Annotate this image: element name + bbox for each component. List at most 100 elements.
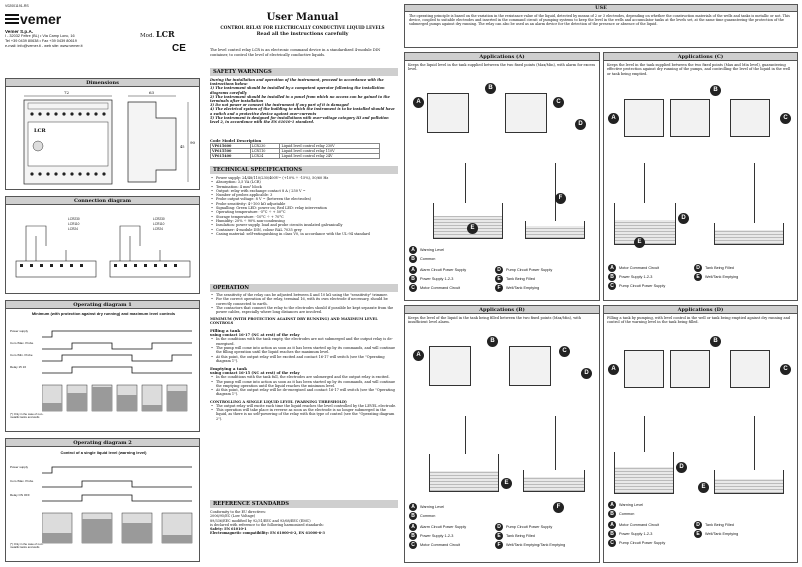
safety-title: SAFETY WARNINGS [210, 68, 398, 76]
list-item: Probe sensitivity: 4÷100 kΩ adjustable [210, 202, 398, 207]
op1-timing-chart [42, 330, 192, 412]
list-item: In the conditions with the tank empty, t… [210, 337, 398, 346]
tag-e: E [467, 223, 478, 234]
company-address: I - 32032 Feltre (BL) • Via Camp Lonc, 1… [5, 34, 75, 38]
list-item: For the correct operation of the relay, … [210, 297, 398, 306]
connection-panel: Connection diagram LCR230 LCR110 LCR24 L… [5, 196, 200, 294]
tank-filled [614, 452, 674, 494]
tag-b: B [710, 336, 721, 347]
operation-block: The sensitivity of the relay can be adju… [210, 293, 398, 421]
op1-row-2: Com./Max. Probe [10, 341, 34, 345]
list-item: At this point, the output relay will be … [210, 388, 398, 397]
tag-c: C [559, 346, 570, 357]
tag-a: A [608, 113, 619, 124]
conn-model-5: LCR110 [153, 222, 165, 226]
app-panel-d: Applications (D) Filling a tank by pumpi… [603, 305, 798, 563]
tag-c: C [780, 364, 791, 375]
app-a-title: Applications (A) [405, 53, 599, 61]
legend-label: Pump Circuit Power Supply [506, 524, 553, 529]
operation-title: OPERATION [210, 284, 398, 292]
app-d-title: Applications (D) [604, 306, 797, 314]
app-b-desc: Keeps the level of the liquid in the tan… [408, 316, 582, 325]
brand-logo: vemer [5, 11, 73, 27]
legend-label: Warning Level [420, 247, 445, 252]
legend-label: Pump Circuit Power Supply [619, 540, 666, 545]
app-b-title: Applications (B) [405, 306, 599, 314]
manual-intro: The level control relay LCR is an electr… [210, 48, 398, 57]
tag-e: E [634, 237, 645, 248]
single-list: The output relay will excite each time t… [210, 404, 398, 421]
list-item: Termination: 4 mm² block [210, 185, 398, 190]
op1-subtitle: Minimum (with protection against dry run… [31, 311, 176, 316]
use-title: USE [405, 5, 797, 12]
op1-row-3: Com./Min. Probe [10, 353, 33, 357]
legend-label: Power Supply 1-2-3 [619, 531, 653, 536]
legend-label: Power Supply 1-2-3 [619, 274, 653, 279]
document-code: V02001191-RS [5, 4, 29, 8]
list-item: Output: relay with exchange contact 8 A … [210, 189, 398, 194]
op2-row-2: Com./Max. Probe [10, 479, 34, 483]
tag-a: A [413, 350, 424, 361]
tag-e: E [501, 478, 512, 489]
op1-row-labels: Power supply Com./Max. Probe Com./Min. P… [10, 329, 40, 377]
connection-drawing [15, 225, 191, 278]
legend-label: Warning Level [619, 502, 644, 507]
tank-filled [429, 454, 499, 492]
tag-d: D [676, 462, 687, 473]
legend-label: Power Supply 1-2-3 [420, 276, 454, 281]
manual-intro-text: The level control relay LCR is an electr… [210, 48, 381, 57]
tag-d: D [678, 213, 689, 224]
product-codes-title: Code Model Description [210, 138, 262, 143]
list-item: This operation will take place in revers… [210, 408, 398, 421]
manual-title: User Manual [266, 12, 339, 23]
reference-line: Safety: EN 61010-1 [210, 527, 247, 532]
legend-label: Common [420, 513, 436, 518]
legend-label: Well/Tank Emptying/Tank Emptying [506, 542, 566, 547]
pump-contactor [730, 99, 770, 137]
list-item: Container: 4-module DIN, colour RAL 7035… [210, 228, 398, 233]
dimensions-drawing: 72 LCR 63 90 45 [23, 90, 196, 185]
company-block: Vemer S.p.A. I - 32032 Feltre (BL) • Via… [5, 29, 105, 49]
conn-model-3: LCR24 [68, 227, 78, 231]
well-emptying [525, 221, 585, 239]
list-item: Number of probes applicable: 3 [210, 193, 398, 198]
legend-label: Pump Circuit Power Supply [619, 283, 666, 288]
legend-label: Tank Being Filled [506, 276, 535, 281]
relay-unit [624, 350, 664, 388]
op-diagram-2-panel: Operating diagram 2 Control of a single … [5, 438, 200, 562]
legend-label: Alarm Circuit Power Supply [420, 524, 467, 529]
reference-line: 2006/95/EC (Low Voltage) [210, 514, 256, 519]
company-tel: Tel +39 0439 80638 • Fax +39 0439 80619 [5, 39, 77, 43]
relay-unit [429, 346, 471, 386]
model-label: Mod. LCR [140, 29, 175, 39]
app-d-desc: Filling a tank by pumping, with level co… [607, 316, 791, 325]
list-item: Casing material: self-extinguishing in c… [210, 232, 398, 237]
legend-label: Common [619, 511, 635, 516]
tag-d: D [581, 368, 592, 379]
safety-item: 3) Do not power or connect the instrumen… [210, 103, 349, 108]
app-c-desc: Keeps the level in the tank supplied bet… [607, 63, 791, 76]
code-cell: VP615400 [210, 153, 251, 159]
legend-label: Motor Command Circuit [619, 265, 660, 270]
dimensions-panel: Dimensions 72 LCR 63 90 45 [5, 78, 200, 190]
op2-row-labels: Power supply Com./Max. Probe Relay ON OF… [10, 465, 40, 507]
dimensions-title: Dimensions [6, 79, 199, 87]
pump-contactor [730, 350, 770, 388]
legend-label: Motor Command Circuit [619, 522, 660, 527]
legend-label: Tank Being Filled [506, 533, 535, 538]
op1-row-4: Relay 15 16 [10, 365, 27, 369]
dim-height2-label: 45 [180, 145, 184, 149]
